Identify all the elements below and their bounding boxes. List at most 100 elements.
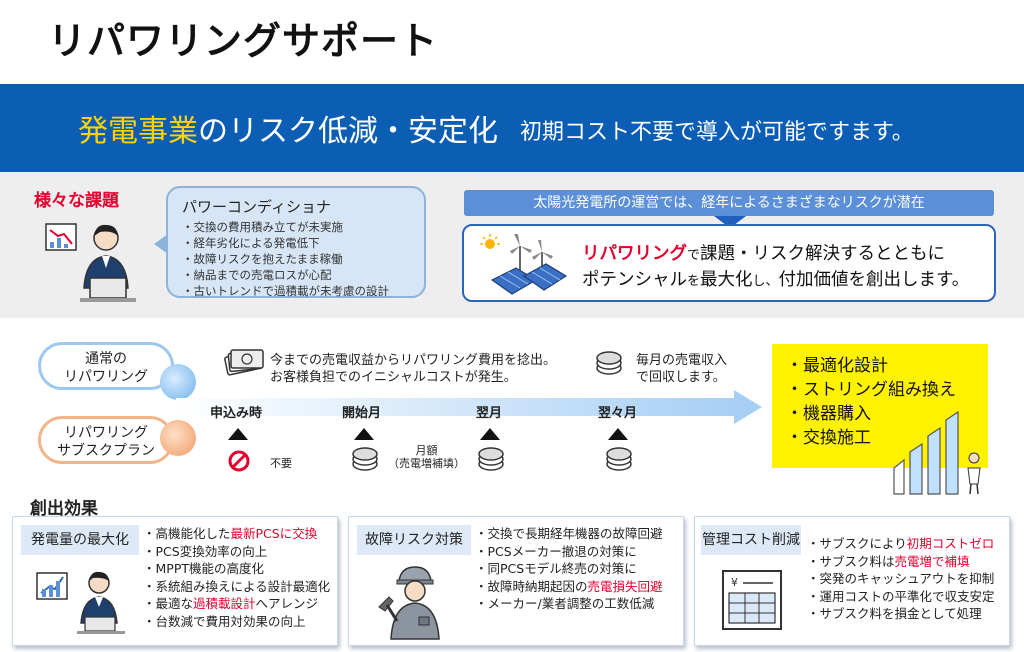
prohibited-icon: [228, 450, 250, 472]
milestone-triangle: [480, 428, 500, 440]
card-list-item: ・突発のキャッシュアウトを抑制: [807, 570, 995, 588]
service-item: ・ストリング組み換え: [786, 380, 956, 400]
item-text: ・PCS変換効率の向上: [143, 543, 268, 559]
risk-solution-text: リパワリングで課題・リスク解決するとともに ポテンシャルを最大化し、付加価値を創…: [582, 242, 969, 294]
normal-plan-line-1: 通常の: [85, 351, 127, 367]
risk-solution-box: リパワリングで課題・リスク解決するとともに ポテンシャルを最大化し、付加価値を創…: [462, 224, 996, 302]
banner-sub-text: 初期コスト不要で導入が可能ですます。: [520, 120, 914, 145]
item-text: ・高機能化した: [143, 526, 231, 541]
headline-banner: 発電事業のリスク低減・安定化 初期コスト不要で導入が可能ですます。: [0, 84, 1024, 172]
bubble-item: ・交換の費用積み立てが未実施: [182, 220, 343, 234]
card-list-item: ・交換で長期経年機器の故障回避: [475, 525, 663, 543]
milestone-triangle: [354, 428, 374, 440]
risk-line-1-particle: で: [687, 248, 701, 263]
issues-label: 様々な課題: [34, 191, 119, 211]
solar-plant-illustration: [480, 234, 568, 295]
item-text: ・メーカー/業者調整の工数低減: [475, 596, 655, 611]
service-item: ・最適化設計: [786, 356, 888, 376]
risk-header: 太陽光発電所の運営では、経年によるさまざまなリスクが潜在: [464, 190, 994, 228]
normal-note-line-1: 今までの売電収益からリパワリング費用を捻出。: [270, 353, 557, 368]
growth-bars-illustration: [893, 410, 981, 495]
timeline-label-apply: 申込み時: [210, 406, 263, 421]
monthly-fee-line-1: 月額: [415, 444, 438, 457]
item-text: ・台数減で費用対効果の向上: [143, 613, 306, 629]
coins-icon: [478, 447, 504, 471]
risk-line-1-rest: 課題・リスク解決するとともに: [700, 244, 946, 264]
normal-note-line-2: お客様負担でのイニシャルコストが発生。: [270, 370, 517, 385]
card-title: 故障リスク対策: [357, 525, 471, 555]
card-list: ・サブスクにより初期コストゼロ ・サブスク料は売電増で補填 ・突発のキャッシュア…: [807, 535, 995, 623]
effect-card-admin-cost: 管理コスト削減 ¥ ・サブスクにより初期コストゼロ ・サブスク料は売電増で補填 …: [694, 516, 1010, 646]
item-text: ・PCSメーカー撤退の対策に: [475, 543, 637, 559]
effect-card-failure-risk: 故障リスク対策 ・交換で長期経年機器の故障回避 ・PCSメーカー撤退の対策に ・…: [348, 516, 684, 646]
item-text: ・MPPT機能の高度化: [143, 561, 264, 576]
monthly-fee-note: 月額 （売電増補填）: [388, 444, 465, 470]
timeline-arrow-head: [734, 390, 762, 424]
card-list-item: ・PCS変換効率の向上: [143, 543, 330, 561]
card-list-item: ・台数減で費用対効果の向上: [143, 613, 330, 631]
timeline-arrow: [176, 398, 736, 416]
risk-line-2-potential: ポテンシャル: [582, 270, 687, 290]
coins-icon: [596, 351, 622, 375]
service-item: ・交換施工: [786, 428, 871, 448]
risk-line-2-maximize: 最大化: [700, 270, 753, 290]
normal-plan-marker: [160, 364, 196, 400]
item-text: ・運用コストの平準化で収支安定: [807, 588, 995, 604]
worried-person-illustration: [45, 223, 136, 302]
item-text: ・突発のキャッシュアウトを抑制: [807, 571, 995, 586]
banner-highlight: 発電事業: [78, 114, 198, 149]
bubble-item: ・古いトレンドで過積載が未考慮の設計: [182, 284, 389, 298]
issues-section: 様々な課題 パワーコンディショナ ・交換の費用積み立てが未実施 ・経年劣化による…: [0, 172, 1024, 318]
card-list-item: ・サブスクにより初期コストゼロ: [807, 535, 995, 553]
banknotes-icon: [224, 349, 264, 376]
coins-icon: [352, 447, 378, 471]
banner-main-text: 発電事業のリスク低減・安定化: [78, 106, 498, 150]
card-list-item: ・サブスク料は売電増で補填: [807, 553, 995, 571]
card-list-item: ・運用コストの平準化で収支安定: [807, 588, 995, 606]
monthly-note-line-1: 毎月の売電収入: [636, 353, 728, 368]
bubble-title: パワーコンディショナ: [182, 198, 331, 216]
card-list-item: ・故障時納期起因の売電損失回避: [475, 578, 663, 596]
item-text: ・故障時納期起因の: [475, 578, 588, 594]
banner-main-rest: のリスク低減・安定化: [198, 114, 498, 149]
repowering-emphasis: リパワリング: [582, 244, 687, 264]
effect-card-generation: 発電量の最大化 ・高機能化した最新PCSに交換 ・PCS変換効率の向上 ・MPP…: [12, 516, 338, 646]
card-list-item: ・PCSメーカー撤退の対策に: [475, 543, 663, 561]
initial-fee-unneeded: 不要: [270, 457, 292, 470]
card-title: 発電量の最大化: [21, 525, 139, 555]
item-text: ・サブスク料は: [807, 553, 895, 569]
item-emphasis: 売電損失回避: [587, 578, 663, 594]
page-title: リパワリングサポート: [48, 19, 439, 63]
bubble-item: ・経年劣化による発電低下: [182, 236, 320, 250]
coins-icon: [606, 447, 632, 471]
normal-plan-note: 今までの売電収益からリパワリング費用を捻出。 お客様負担でのイニシャルコストが発…: [270, 352, 556, 386]
invoice-icon: ¥: [722, 570, 782, 630]
item-emphasis: 売電増で補填: [894, 553, 970, 569]
sub-plan-line-2: サブスクプラン: [57, 443, 155, 459]
timeline-label-next: 翌月: [476, 406, 503, 421]
bubble-item: ・故障リスクを抱えたまま稼働: [182, 252, 343, 266]
monthly-note-line-2: で回収します。: [636, 370, 726, 385]
monthly-fee-line-2: （売電増補填）: [388, 457, 465, 470]
card-list-item: ・同PCSモデル終売の対策に: [475, 560, 663, 578]
effects-label: 創出効果: [30, 499, 98, 519]
service-item: ・機器購入: [786, 404, 871, 424]
card-title: 管理コスト削減: [701, 525, 801, 555]
normal-repowering-label: 通常の リパワリング: [38, 342, 174, 390]
card-list-item: ・MPPT機能の高度化: [143, 560, 330, 578]
risk-line-1: リパワリングで課題・リスク解決するとともに: [582, 242, 969, 268]
subscription-plan-label: リパワリング サブスクプラン: [38, 416, 174, 464]
subscription-plan-marker: [160, 420, 196, 456]
item-emphasis: 最新PCSに交換: [230, 526, 318, 541]
item-emphasis: 過積載設計: [193, 596, 256, 611]
presenter-illustration: [36, 571, 125, 634]
risk-line-2-particle-2: し、: [752, 274, 779, 289]
card-list-item: ・メーカー/業者調整の工数低減: [475, 595, 663, 613]
card-list-item: ・サブスク料を損金として処理: [807, 605, 995, 623]
milestone-triangle: [608, 428, 628, 440]
milestone-triangle: [228, 428, 248, 440]
pcs-issues-bubble: パワーコンディショナ ・交換の費用積み立てが未実施 ・経年劣化による発電低下 ・…: [154, 186, 426, 298]
item-text: ・同PCSモデル終売の対策に: [475, 561, 637, 576]
card-list-item: ・高機能化した最新PCSに交換: [143, 525, 330, 543]
item-text: ・サブスク料を損金として処理: [807, 606, 982, 621]
